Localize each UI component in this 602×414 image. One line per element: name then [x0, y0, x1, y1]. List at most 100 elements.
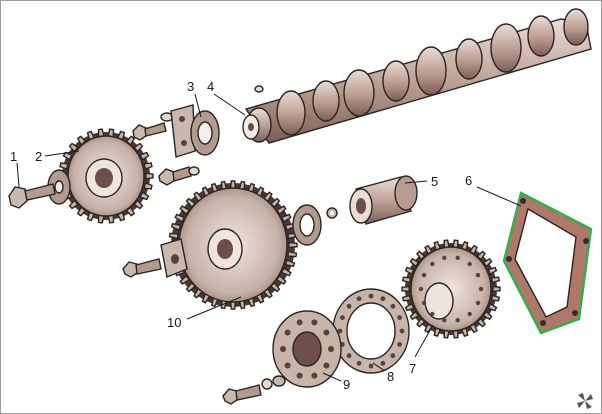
gear-tooth: [139, 191, 150, 201]
bottom-bolt: [222, 375, 286, 405]
gear-tooth: [59, 162, 69, 170]
bolt-hole: [478, 286, 484, 292]
gear-tooth: [401, 285, 410, 293]
bolt-hole: [390, 353, 396, 359]
pinwheel-icon: [577, 393, 593, 409]
bolt-hole: [467, 311, 472, 317]
bolt-upper: [132, 112, 174, 141]
bolt-hole: [397, 342, 402, 347]
bolt-hole: [390, 303, 396, 309]
bolt-hole: [418, 286, 424, 292]
callout-8: 8: [387, 369, 394, 384]
gear-tooth: [174, 213, 186, 223]
bolt-hole: [284, 329, 291, 336]
gear-tooth: [287, 250, 298, 258]
splined-disc: [272, 310, 342, 388]
bolt-hole: [442, 318, 447, 323]
bolt-hole: [397, 315, 402, 320]
bolt-hole: [346, 303, 352, 309]
gear-tooth: [490, 294, 501, 302]
bolt-hole: [368, 293, 374, 299]
bolt-lower: [158, 166, 200, 186]
gear-tooth: [68, 199, 79, 210]
large-idler-gear: [168, 180, 298, 310]
gear-tooth: [482, 257, 493, 268]
spacer-washer: [292, 204, 338, 246]
bolt-hole: [328, 346, 334, 352]
bolt-hole: [340, 315, 345, 320]
bolt-hole: [280, 346, 286, 352]
bolt-hole: [311, 372, 318, 379]
gear-tooth: [275, 274, 287, 285]
callout-3: 3: [187, 79, 194, 94]
bolt-hole: [380, 296, 386, 302]
bolt-hole: [430, 311, 435, 317]
callout-1: 1: [10, 149, 17, 164]
bolt-hole: [368, 363, 374, 369]
gear-tooth: [416, 250, 426, 261]
gear-tooth: [170, 222, 182, 231]
gear-tooth: [288, 241, 298, 249]
gear-tooth: [284, 259, 296, 268]
gear-tooth: [179, 205, 191, 216]
bolt: [8, 183, 56, 209]
bolt-hole: [455, 255, 460, 260]
crankshaft-gear: [401, 239, 501, 339]
gear-tooth: [280, 213, 292, 223]
gear-tooth: [401, 294, 412, 302]
bolt-hole: [323, 362, 330, 369]
callout-6: 6: [465, 173, 472, 188]
gear-tooth: [476, 250, 486, 261]
bolt-hole: [346, 353, 352, 359]
bolt-hole: [475, 300, 481, 306]
gear-tooth: [62, 151, 73, 161]
gear-tooth: [476, 317, 486, 328]
gear-tooth: [404, 266, 415, 276]
callout-4: 4: [207, 79, 214, 94]
bolt-hole: [442, 255, 447, 260]
callout-10: 10: [167, 315, 181, 330]
gear-tooth: [409, 257, 420, 268]
callout-2: 2: [35, 149, 42, 164]
gear-tooth: [492, 285, 501, 293]
bolt-hole: [356, 296, 362, 302]
washer: [47, 169, 71, 205]
gear-tooth: [68, 142, 79, 153]
gear-tooth: [416, 317, 426, 328]
ring-plate: [332, 288, 410, 374]
bolt-hole: [421, 272, 427, 278]
callout-9: 9: [343, 377, 350, 392]
gear-tooth: [490, 276, 501, 284]
gear-tooth: [487, 266, 498, 276]
gear-tooth: [275, 205, 287, 216]
leader-lines: [16, 93, 522, 382]
bolt-hole: [399, 328, 405, 334]
bolt-hole: [455, 318, 460, 323]
gear-tooth: [139, 151, 150, 161]
gear-tooth: [280, 267, 292, 277]
bolt-hole: [467, 261, 472, 267]
gear-tooth: [487, 302, 498, 312]
gear-tooth: [168, 232, 179, 240]
bolt-hole: [323, 329, 330, 336]
idler-bolt: [122, 238, 188, 278]
cover-gasket: [502, 191, 593, 335]
gear-tooth: [133, 199, 144, 210]
bolt-hole: [430, 261, 435, 267]
gear-tooth: [482, 310, 493, 321]
callout-5: 5: [431, 174, 438, 189]
gear-tooth: [145, 172, 154, 180]
bushing-sleeve: [349, 175, 418, 225]
bolt-hole: [475, 272, 481, 278]
callout-7: 7: [409, 361, 416, 376]
bolt-hole: [380, 360, 386, 366]
bolt-hole: [421, 300, 427, 306]
small-timing-gear: [58, 128, 154, 224]
bolt-hole: [296, 372, 303, 379]
bolt-hole: [284, 362, 291, 369]
gear-tooth: [143, 182, 153, 190]
gear-tooth: [404, 302, 415, 312]
gear-tooth: [401, 276, 412, 284]
